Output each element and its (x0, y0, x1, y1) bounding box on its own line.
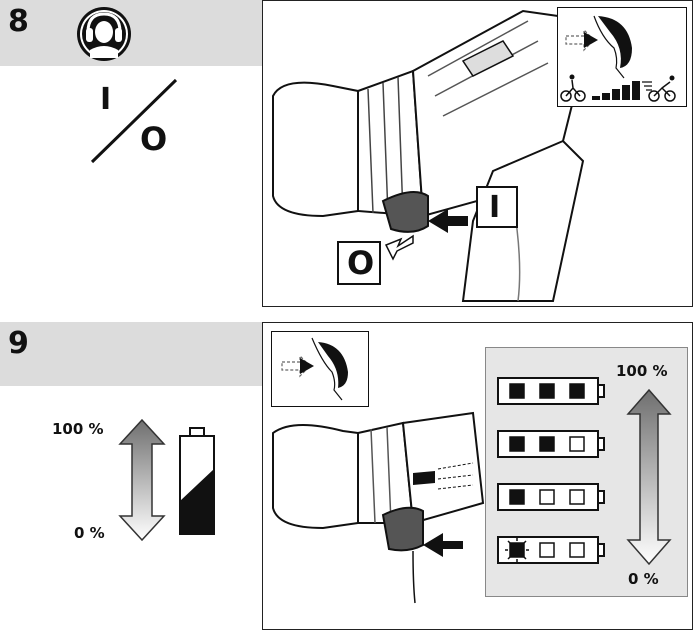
led-filled (509, 489, 525, 505)
drill-illustration-8 (272, 9, 595, 302)
left-bottom-label: 0 % (74, 524, 105, 542)
led-filled (509, 542, 525, 558)
led-empty (569, 489, 585, 505)
charge-indicator-panel: 100 % 0 % (485, 347, 688, 597)
step-9-header (0, 322, 262, 386)
led-filled (539, 436, 555, 452)
variable-speed-inset (557, 7, 687, 107)
pressure-trigger-icon (565, 15, 632, 79)
battery-rows (497, 377, 605, 564)
off-label-box: O (337, 241, 381, 285)
on-label-box: I (476, 186, 518, 228)
led-empty (569, 542, 585, 558)
battery-row-tip (597, 437, 605, 451)
battery-row (497, 430, 605, 458)
hearing-protection-icon (76, 6, 132, 62)
fast-cyclist-icon (642, 75, 676, 102)
led-filled (569, 383, 585, 399)
led-filled (509, 436, 525, 452)
led-filled (509, 383, 525, 399)
battery-row (497, 377, 605, 405)
led-empty (539, 542, 555, 558)
battery-row-tip (597, 490, 605, 504)
drill-illustration-9 (272, 411, 485, 604)
battery-row-tip (597, 384, 605, 398)
step-8-number: 8 (8, 4, 29, 39)
off-label: O (347, 244, 375, 282)
battery-level-icon (178, 426, 216, 536)
blink-ray (507, 540, 511, 544)
panel-bottom-label: 0 % (628, 570, 659, 588)
blink-ray (507, 556, 511, 560)
blink-ray (523, 540, 527, 544)
battery-row (497, 483, 605, 511)
slow-cyclist-icon (560, 74, 586, 102)
on-off-symbol: I O (88, 76, 184, 168)
panel-charge-arrow (626, 388, 672, 566)
led-empty (569, 436, 585, 452)
battery-row (497, 536, 605, 564)
panel-top-label: 100 % (616, 362, 668, 380)
on-label: I (489, 190, 501, 225)
left-top-label: 100 % (52, 420, 104, 438)
battery-row-tip (597, 543, 605, 557)
blink-ray (523, 556, 527, 560)
led-filled (539, 383, 555, 399)
step-8-header (0, 0, 262, 66)
step-8-illustration: I O (262, 0, 693, 307)
step-9-illustration: 100 % 0 % (262, 322, 693, 630)
led-empty (539, 489, 555, 505)
step-9-number: 9 (8, 326, 29, 361)
charge-range-arrow (118, 418, 166, 542)
on-symbol-label: I (100, 82, 112, 117)
trigger-inset (271, 331, 369, 407)
speed-ramp-icon (592, 81, 640, 100)
off-symbol-label: O (140, 120, 168, 158)
